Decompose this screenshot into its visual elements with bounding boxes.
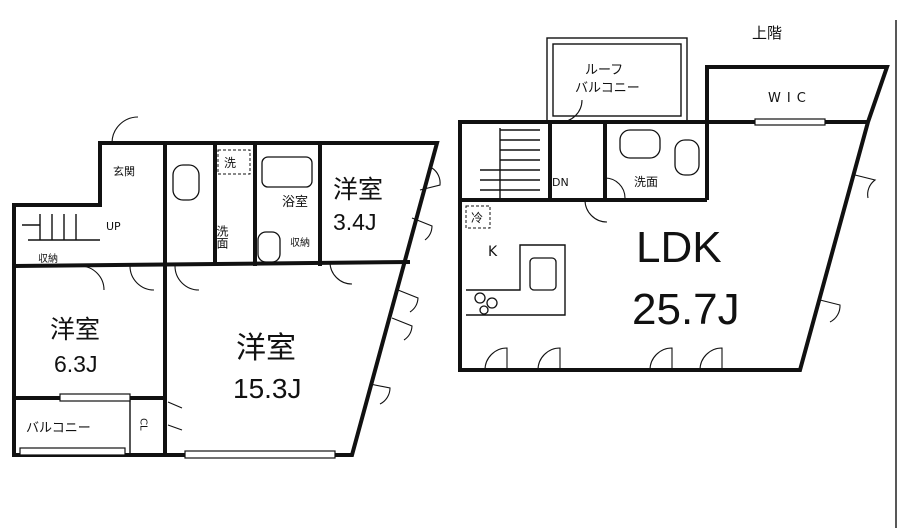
door-15j	[174, 265, 200, 291]
room-name-ldk: LDK	[636, 223, 722, 272]
label-roof-balcony-2: バルコニー	[575, 81, 640, 96]
roof-balcony	[546, 37, 688, 123]
room-size-left-bedroom: 6.3J	[54, 351, 97, 377]
upper-stairs	[480, 128, 540, 200]
washing-machine-box	[217, 149, 251, 175]
window-15j-b	[391, 317, 413, 341]
balcony-rail	[19, 447, 126, 456]
room-name-main-bedroom: 洋室	[236, 331, 296, 366]
window-3j-a	[419, 167, 441, 191]
lower-stairs	[28, 214, 100, 241]
label-roof-balcony-1: ルーフ	[585, 63, 623, 78]
label-wic: WIC	[768, 91, 812, 106]
label-washroom-lower: 洗面	[215, 225, 229, 249]
label-kitchen: K	[488, 244, 498, 260]
window-15j-c	[369, 383, 391, 405]
sliding-window-6j	[59, 393, 131, 402]
roof-balcony-inner	[552, 43, 682, 117]
door-6j	[79, 265, 105, 291]
lower-floor	[12, 116, 441, 459]
window-ldk-2	[537, 347, 561, 371]
window-ldk-5	[854, 174, 877, 199]
wic-door	[754, 118, 826, 126]
door-6j-b	[129, 265, 155, 291]
upper-floor-outer-wall	[458, 65, 890, 372]
label-fridge: 冷	[471, 211, 483, 225]
label-down: DN	[552, 176, 569, 189]
door-3j	[329, 261, 353, 285]
sliding-window-15j	[184, 450, 336, 459]
room-name-left-bedroom: 洋室	[50, 315, 100, 344]
window-ldk-6	[819, 299, 841, 323]
floor-label: 上階	[752, 24, 782, 42]
label-storage-small: 収納	[290, 236, 310, 249]
window-15j-a	[397, 289, 419, 313]
window-ldk-1	[484, 347, 508, 371]
window-3j-b	[411, 217, 433, 241]
interior-wall-horizontal	[13, 260, 411, 268]
room-size-small-bedroom: 3.4J	[333, 209, 376, 235]
basin-lower	[257, 231, 281, 263]
kitchen-sink	[529, 257, 557, 291]
closet-doors	[167, 401, 183, 431]
fridge-box	[465, 205, 491, 229]
label-entrance: 玄関	[113, 164, 135, 178]
label-closet: CL	[138, 418, 149, 431]
door-roof-balcony	[559, 99, 583, 123]
label-up: UP	[106, 220, 121, 233]
kitchen-counter	[466, 244, 566, 316]
toilet-upper	[674, 139, 700, 176]
window-ldk-3	[649, 347, 673, 371]
stove-burner-3	[479, 305, 489, 315]
upper-floor	[458, 37, 890, 372]
entrance-door	[111, 116, 139, 144]
label-washroom-upper: 洗面	[634, 175, 658, 189]
room-size-ldk: 25.7J	[632, 285, 740, 334]
toilet-lower	[172, 164, 200, 201]
bathtub	[261, 156, 313, 188]
label-washing-machine: 洗	[224, 156, 236, 170]
room-name-small-bedroom: 洋室	[333, 175, 383, 204]
stove-burner-1	[474, 292, 486, 304]
label-storage-left: 収納	[38, 252, 58, 265]
door-washroom	[604, 177, 626, 199]
window-ldk-4	[699, 347, 723, 371]
room-size-main-bedroom: 15.3J	[233, 373, 302, 404]
entrance-wall	[98, 141, 150, 205]
door-stair	[584, 199, 608, 223]
label-balcony: バルコニー	[26, 421, 91, 436]
basin-upper	[619, 129, 661, 159]
stove-burner-2	[486, 297, 498, 309]
label-bathroom: 浴室	[282, 194, 308, 210]
